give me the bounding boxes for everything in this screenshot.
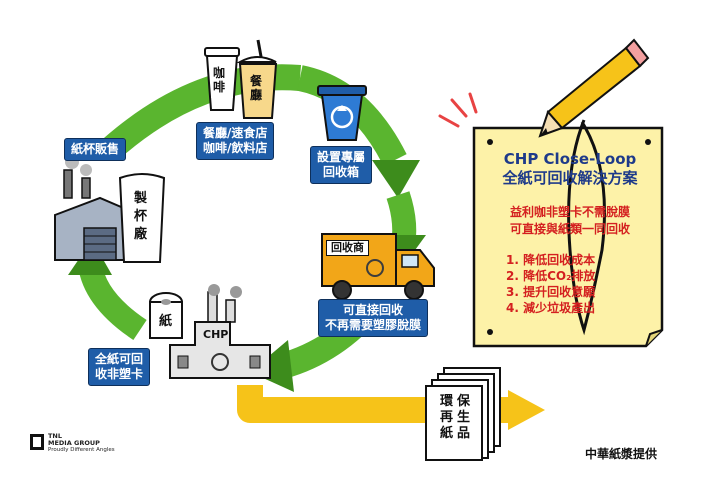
truck-text: 回收商: [326, 240, 369, 256]
note-subtitle: 益利咖非塑卡不需脫膜 可直接與紙類一同回收: [482, 204, 658, 238]
coffee-cup-icon: [204, 47, 240, 111]
accent-dashes: [438, 92, 478, 128]
note-title-line1: CHP Close-Loop: [503, 150, 637, 168]
truck-label: 回收商: [331, 241, 364, 254]
restaurant-line2: 咖啡/飲料店: [203, 141, 268, 155]
note-sub-line2: 可直接與紙類一同回收: [509, 222, 630, 236]
note-benefit-item: 3. 提升回收意願: [506, 285, 596, 299]
arrow-head-output: [508, 390, 545, 430]
tissue-text: 紙: [159, 315, 172, 329]
note-benefit-item: 2. 降低CO₂排放: [506, 269, 596, 283]
note-benefit-list: 1. 降低回收成本 2. 降低CO₂排放 3. 提升回收意願 4. 減少垃圾產出: [506, 252, 595, 316]
pencil-icon: [538, 38, 650, 138]
arrow-head-bin: [372, 160, 420, 198]
note-benefit-item: 1. 降低回收成本: [506, 253, 596, 267]
factory-text: 製 杯 廠: [134, 190, 147, 244]
chp-label: CHP: [203, 328, 229, 341]
logo-line2: MEDIA GROUP: [48, 439, 100, 447]
recycled-char5: 紙: [440, 426, 454, 441]
restaurant-line1: 餐廳/速食店: [203, 126, 268, 140]
factory-char2: 杯: [134, 209, 148, 224]
recycled-paper-text: 環 再 紙 保 生 品: [440, 394, 470, 442]
source-credit: 中華紙漿提供: [585, 447, 658, 461]
restaurant-label: 餐廳/速食店 咖啡/飲料店: [196, 122, 275, 160]
recycled-char6: 品: [457, 426, 471, 441]
paper-line1: 全紙可回: [95, 352, 144, 366]
note-benefit-item: 4. 減少垃圾產出: [506, 301, 596, 315]
drink-cup-icon: [236, 39, 278, 119]
tissue-roll-icon: [149, 292, 183, 339]
coffee-cup-text: 咖 啡: [213, 66, 225, 94]
bin-line1: 設置專屬: [317, 150, 366, 164]
bin-label: 設置專屬 回收箱: [310, 146, 373, 184]
note-title: CHP Close-Loop 全紙可回收解決方案: [482, 150, 658, 188]
paper-cup-sales-label: 紙杯販售: [64, 138, 127, 161]
drink-cup-char2: 廳: [250, 88, 263, 102]
drink-cup-char1: 餐: [250, 74, 263, 88]
recycled-col1: 環 再 紙: [440, 394, 453, 442]
drink-cup-text: 餐 廳: [250, 74, 262, 102]
logo-line3: Proudly Different Angles: [48, 447, 115, 453]
note-title-line2: 全紙可回收解決方案: [502, 169, 638, 187]
note-sub-line1: 益利咖非塑卡不需脫膜: [509, 205, 630, 219]
recycled-char3: 再: [440, 410, 454, 425]
scribble-loop: [567, 119, 606, 336]
recycled-char2: 保: [457, 394, 471, 409]
cup-factory-icon: [54, 155, 166, 263]
bin-line2: 回收箱: [323, 165, 360, 179]
recycle-bin-icon: [317, 85, 367, 141]
direct-line1: 可直接回收: [343, 303, 404, 317]
recycled-char1: 環: [440, 394, 454, 409]
arrow-head-chp: [250, 340, 294, 392]
recycled-paper-stack-icon: [425, 367, 501, 461]
arrow-output: [237, 385, 510, 423]
tissue-label: 紙: [159, 314, 173, 329]
factory-char1: 製: [134, 191, 148, 206]
tnl-logo-icon: [30, 434, 44, 450]
paper-cup-sales-text: 紙杯販售: [71, 142, 120, 156]
tnl-logo-text: TNL MEDIA GROUP Proudly Different Angles: [48, 433, 115, 454]
logo-line1: TNL: [48, 432, 63, 440]
chp-text: CHP: [203, 328, 228, 342]
factory-char3: 廠: [134, 227, 148, 242]
paper-recyclable-label: 全紙可回 收非塑卡: [88, 348, 151, 386]
coffee-cup-char2: 啡: [213, 80, 226, 94]
recycled-col2: 保 生 品: [457, 394, 470, 442]
coffee-cup-char1: 咖: [213, 66, 226, 80]
paper-line2: 收非塑卡: [95, 367, 144, 381]
chp-factory-icon: [169, 284, 271, 379]
direct-line2: 不再需要塑膠脫膜: [325, 318, 422, 332]
direct-recycle-label: 可直接回收 不再需要塑膠脫膜: [318, 299, 429, 337]
recycled-char4: 生: [457, 410, 471, 425]
